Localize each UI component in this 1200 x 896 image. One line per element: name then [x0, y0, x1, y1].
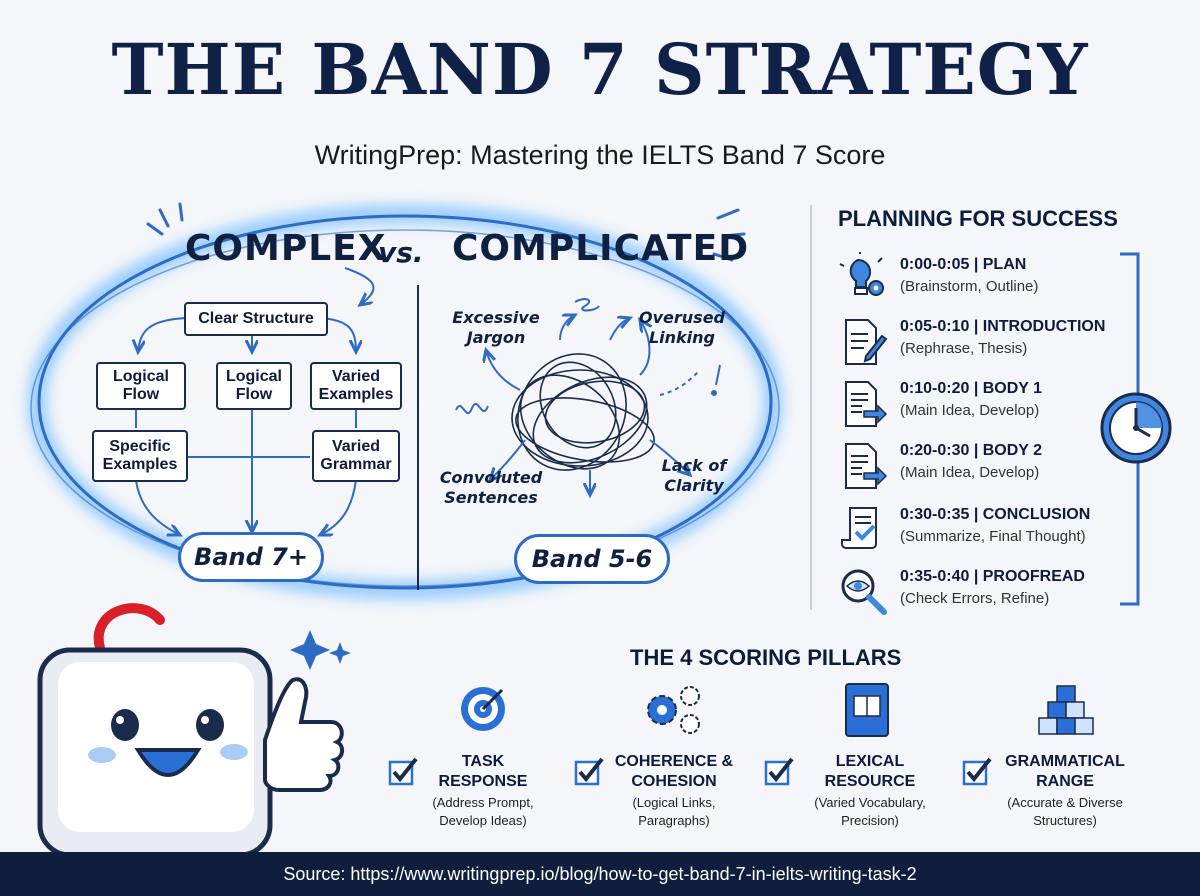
- pillar-name-line: COHESION: [631, 773, 717, 790]
- label-excessive-jargon: Excessive Jargon: [452, 308, 540, 347]
- tangle-arrows: [486, 315, 701, 495]
- plan-step-proofread: 0:35-0:40 | PROOFREAD (Check Errors, Ref…: [900, 566, 1085, 610]
- pillar-name-line: TASK: [461, 753, 505, 770]
- lightbulb-gear-icon: [839, 252, 884, 296]
- label-overused-linking: Overused Linking: [639, 308, 725, 347]
- pillar-name-line: GRAMMATICAL: [1005, 753, 1125, 770]
- plan-step-heading: 0:20-0:30 | BODY 2: [900, 442, 1043, 459]
- tree-node-specific-examples: Specific Examples: [92, 430, 188, 482]
- plan-step-detail: (Rephrase, Thesis): [900, 340, 1028, 357]
- gears-icon: [647, 686, 700, 734]
- comparison-diagram: [28, 202, 782, 599]
- scribble-marks: [455, 298, 721, 415]
- checkbox-checked-icon: [388, 757, 418, 786]
- pillar-name-line: RESPONSE: [438, 773, 528, 790]
- sparkle-icon: [329, 642, 351, 664]
- plan-step-plan: 0:00-0:05 | PLAN (Brainstorm, Outline): [900, 254, 1038, 298]
- vs-label: vs.: [378, 236, 424, 269]
- pillar-name-line: RANGE: [1036, 773, 1094, 790]
- plan-step-body-1: 0:10-0:20 | BODY 1 (Main Idea, Develop): [900, 378, 1042, 422]
- pillar-task-response-desc: (Address Prompt, Develop Ideas): [413, 794, 553, 830]
- plan-step-heading: 0:00-0:05 | PLAN: [900, 256, 1027, 273]
- pillar-desc-line: (Logical Links,: [632, 795, 716, 810]
- pillar-desc-line: (Address Prompt,: [432, 795, 534, 810]
- result-band-7-plus: Band 7+: [178, 532, 324, 582]
- pillar-desc-line: Paragraphs): [638, 813, 710, 828]
- tree-root-box: Clear Structure: [184, 302, 328, 336]
- result-band-5-6: Band 5-6: [514, 534, 670, 584]
- pillar-task-response: TASK RESPONSE: [418, 752, 548, 792]
- plan-step-heading: 0:10-0:20 | BODY 1: [900, 380, 1043, 397]
- pillar-desc-line: (Accurate & Diverse: [1007, 795, 1123, 810]
- plan-step-heading: 0:35-0:40 | PROOFREAD: [900, 568, 1085, 585]
- complicated-heading: COMPLICATED: [452, 228, 750, 269]
- pillars-title: THE 4 SCORING PILLARS: [630, 645, 902, 670]
- planning-title: PLANNING FOR SUCCESS: [838, 206, 1118, 231]
- pillar-grammatical-range-desc: (Accurate & Diverse Structures): [985, 794, 1145, 830]
- plan-step-heading: 0:05-0:10 | INTRODUCTION: [900, 318, 1106, 335]
- pillar-lexical-resource: LEXICAL RESOURCE: [800, 752, 940, 792]
- tangle-scribble: [511, 353, 655, 471]
- spark-marks: [146, 202, 746, 262]
- tree-node-varied-examples: Varied Examples: [310, 362, 402, 410]
- pillar-coherence-cohesion: COHERENCE & COHESION: [604, 752, 744, 792]
- plan-step-conclusion: 0:30-0:35 | CONCLUSION (Summarize, Final…: [900, 504, 1090, 548]
- pillar-name-line: COHERENCE &: [614, 753, 734, 770]
- plan-step-introduction: 0:05-0:10 | INTRODUCTION (Rephrase, Thes…: [900, 316, 1105, 360]
- pillar-desc-line: (Varied Vocabulary,: [814, 795, 926, 810]
- document-pen-icon: [845, 319, 888, 365]
- pillar-lexical-resource-desc: (Varied Vocabulary, Precision): [795, 794, 945, 830]
- tree-node-logical-flow-2: Logical Flow: [216, 362, 292, 410]
- plan-step-heading: 0:30-0:35 | CONCLUSION: [900, 506, 1091, 523]
- target-icon: [461, 687, 505, 731]
- plan-step-body-2: 0:20-0:30 | BODY 2 (Main Idea, Develop): [900, 440, 1042, 484]
- source-footer: Source: https://www.writingprep.io/blog/…: [0, 852, 1200, 896]
- plan-step-detail: (Brainstorm, Outline): [900, 278, 1039, 295]
- tree-node-varied-grammar: Varied Grammar: [312, 430, 400, 482]
- label-lack-of-clarity: Lack of Clarity: [661, 456, 727, 495]
- page-title: THE BAND 7 STRATEGY: [111, 28, 1089, 111]
- complex-heading: COMPLEX: [185, 228, 387, 269]
- book-icon: [845, 683, 889, 737]
- plan-step-detail: (Main Idea, Develop): [900, 402, 1040, 419]
- pillar-grammatical-range: GRAMMATICAL RANGE: [990, 752, 1140, 792]
- plan-step-detail: (Check Errors, Refine): [900, 590, 1050, 607]
- plan-step-detail: (Summarize, Final Thought): [900, 528, 1086, 545]
- pillar-name-line: RESOURCE: [824, 773, 916, 790]
- checkbox-checked-icon: [764, 757, 794, 786]
- checkbox-checked-icon: [574, 757, 604, 786]
- planning-divider: [810, 205, 812, 610]
- label-convoluted-sentences: Convoluted Sentences: [439, 468, 543, 507]
- plan-step-detail: (Main Idea, Develop): [900, 464, 1040, 481]
- sparkle-icon: [290, 630, 330, 670]
- tree-node-logical-flow-1: Logical Flow: [96, 362, 186, 410]
- mascot-illustration: [37, 603, 351, 852]
- magnifier-eye-icon: [841, 569, 887, 615]
- pillar-name-line: LEXICAL: [835, 753, 905, 770]
- checkbox-checked-icon: [962, 757, 992, 786]
- page-subtitle: WritingPrep: Mastering the IELTS Band 7 …: [314, 140, 886, 170]
- scroll-check-icon: [841, 507, 877, 549]
- pillar-desc-line: Develop Ideas): [439, 813, 527, 828]
- pillar-coherence-cohesion-desc: (Logical Links, Paragraphs): [604, 794, 744, 830]
- glow-oval: [28, 205, 782, 599]
- blocks-icon: [1038, 685, 1094, 735]
- clock-icon: [1100, 392, 1172, 464]
- pillar-desc-line: Precision): [841, 813, 899, 828]
- document-arrow-icon: [845, 443, 888, 489]
- source-link[interactable]: Source: https://www.writingprep.io/blog/…: [283, 863, 917, 884]
- pillar-desc-line: Structures): [1033, 813, 1097, 828]
- document-arrow-icon: [845, 381, 888, 427]
